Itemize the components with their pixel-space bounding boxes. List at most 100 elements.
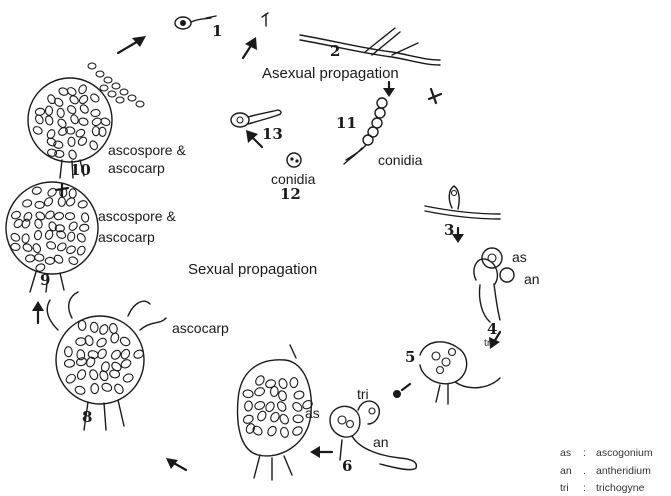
cell-texture bbox=[277, 390, 287, 402]
cell-texture bbox=[278, 413, 290, 426]
stage-number-3: 3 bbox=[444, 221, 454, 239]
cell-texture bbox=[77, 84, 88, 95]
cell-texture bbox=[68, 220, 79, 232]
arrow-5-to-6 bbox=[393, 384, 410, 398]
released-ascospore bbox=[104, 77, 112, 83]
cell-texture bbox=[64, 359, 74, 367]
label-conidia-11: conidia bbox=[378, 152, 423, 168]
title-sexual-propagation: Sexual propagation bbox=[188, 261, 317, 278]
cell-texture bbox=[256, 410, 267, 422]
cell-texture bbox=[110, 332, 120, 344]
cell-texture bbox=[69, 189, 76, 198]
stage-3-hypha: 3 bbox=[425, 186, 500, 239]
cell-texture bbox=[56, 118, 67, 130]
cell-texture bbox=[84, 335, 94, 347]
released-ascospore bbox=[136, 101, 144, 107]
cell-texture bbox=[45, 106, 52, 115]
cell-texture bbox=[95, 337, 108, 349]
cell-texture bbox=[269, 411, 281, 423]
cell-texture bbox=[266, 425, 278, 438]
stage-number-12: 12 bbox=[280, 185, 301, 203]
cell-texture bbox=[243, 389, 254, 398]
legend-term-ascogonium: ascogonium bbox=[596, 447, 653, 459]
label-as-4: as bbox=[512, 249, 527, 265]
stage-number-6: 6 bbox=[342, 457, 352, 475]
cell-texture bbox=[34, 253, 44, 261]
cell-texture bbox=[76, 357, 88, 367]
cell-texture bbox=[89, 92, 101, 103]
arrow-7-to-8 bbox=[166, 458, 186, 470]
cell-texture bbox=[278, 378, 289, 390]
label-an-6: an bbox=[373, 434, 389, 450]
arrow-8-to-9 bbox=[32, 301, 44, 323]
cell-texture bbox=[22, 242, 33, 252]
cell-texture bbox=[67, 231, 76, 241]
cell-texture bbox=[21, 233, 29, 243]
cell-texture bbox=[34, 230, 42, 240]
label-ascocarp-10: ascocarp bbox=[108, 160, 165, 176]
legend-abbr-as: as bbox=[560, 447, 571, 459]
cell-texture bbox=[22, 199, 33, 208]
cell-texture bbox=[66, 104, 78, 115]
cell-texture bbox=[251, 424, 264, 436]
legend-sep-tri: : bbox=[583, 482, 586, 494]
cell-texture bbox=[119, 336, 132, 348]
cell-texture bbox=[109, 323, 118, 334]
cell-texture bbox=[122, 373, 134, 384]
cell-texture bbox=[65, 196, 77, 207]
cell-texture bbox=[85, 356, 96, 368]
cell-texture bbox=[68, 256, 79, 266]
cell-texture bbox=[88, 369, 99, 381]
cell-texture bbox=[96, 348, 108, 361]
cell-texture bbox=[77, 200, 88, 209]
cell-texture bbox=[76, 245, 87, 256]
released-ascospore bbox=[100, 85, 108, 91]
cell-texture bbox=[10, 232, 22, 243]
stage-1-germinating-spore: 1 bbox=[175, 13, 268, 40]
stage-number-8: 8 bbox=[82, 408, 92, 426]
cell-texture bbox=[66, 86, 78, 97]
cell-texture bbox=[46, 187, 58, 198]
cell-texture bbox=[79, 224, 89, 232]
cell-texture bbox=[75, 337, 86, 346]
cell-texture bbox=[254, 386, 266, 397]
stage-9-ascocarp: 9 ascospore & ascocarp bbox=[6, 182, 176, 292]
cell-texture bbox=[25, 254, 35, 262]
released-ascospore bbox=[108, 91, 116, 97]
stage-6-plasmogamy: as tri an 6 bbox=[305, 386, 416, 475]
cell-texture bbox=[57, 108, 65, 118]
cell-texture bbox=[88, 140, 99, 151]
cell-texture bbox=[98, 323, 109, 335]
arrow-2-to-11 bbox=[383, 82, 395, 97]
cell-texture bbox=[91, 384, 99, 394]
cell-texture bbox=[110, 349, 122, 361]
cycle-arrows bbox=[32, 36, 500, 470]
legend-row-as: as : ascogonium bbox=[560, 447, 653, 459]
released-ascospore bbox=[116, 97, 124, 103]
cell-texture bbox=[32, 243, 42, 254]
stage-number-5: 5 bbox=[405, 348, 415, 366]
cell-texture bbox=[81, 212, 90, 222]
cell-texture bbox=[64, 347, 72, 357]
cell-texture bbox=[90, 322, 98, 333]
arrow-6-to-7 bbox=[310, 446, 332, 458]
cell-texture bbox=[78, 94, 90, 105]
stage-8-ascocarp: 8 ascocarp bbox=[47, 292, 229, 430]
label-ascocarp-9: ascocarp bbox=[98, 229, 155, 245]
arrow-12-to-13 bbox=[246, 130, 262, 147]
title-asexual-propagation: Asexual propagation bbox=[262, 65, 399, 82]
cell-texture bbox=[76, 232, 87, 244]
cell-texture bbox=[68, 149, 78, 160]
released-ascospore bbox=[88, 63, 96, 69]
cell-texture bbox=[58, 197, 66, 207]
cell-texture bbox=[291, 425, 304, 437]
cell-texture bbox=[99, 127, 106, 136]
stage-number-1: 1 bbox=[212, 22, 222, 40]
released-ascospore bbox=[120, 89, 128, 95]
cell-texture bbox=[92, 126, 99, 135]
stage-number-11: 11 bbox=[336, 114, 357, 132]
arrow-10-to-1 bbox=[118, 36, 146, 53]
cell-texture bbox=[293, 415, 303, 423]
cell-texture bbox=[35, 108, 45, 116]
